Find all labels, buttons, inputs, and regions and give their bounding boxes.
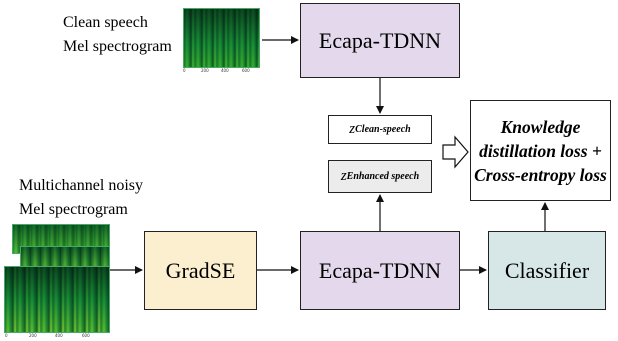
- noisy-spec-tick-3: 600: [82, 333, 90, 338]
- z-clean-symbol: z: [349, 121, 356, 137]
- clean-spec-tick-1: 200: [201, 68, 209, 73]
- noisy-spec-tick-2: 400: [55, 333, 63, 338]
- clean-input-label-line1: Clean speech: [63, 14, 148, 31]
- clean-spec-tick-3: 600: [242, 68, 250, 73]
- ecapa-tdnn-top-block: Ecapa-TDNN: [300, 3, 460, 78]
- loss-line-2: distillation loss +: [479, 140, 602, 161]
- gradse-block: GradSE: [144, 231, 257, 310]
- clean-spectrogram-image: [183, 8, 260, 68]
- noisy-input-label-line2: Mel spectrogram: [19, 201, 128, 218]
- z-enhanced-symbol: z: [340, 168, 347, 184]
- block-arrow-to-loss: [442, 135, 469, 169]
- noisy-spec-tick-1: 200: [29, 333, 37, 338]
- z-enhanced-subscript: Enhanced speech: [346, 171, 420, 182]
- clean-input-label-line2: Mel spectrogram: [63, 38, 172, 55]
- loss-line-1: Knowledge: [500, 116, 581, 137]
- z-clean-subscript: Clean-speech: [355, 124, 411, 135]
- ecapa-tdnn-bottom-block: Ecapa-TDNN: [300, 231, 460, 310]
- noisy-spectrogram-image-3: [4, 266, 110, 333]
- noisy-input-label-line1: Multichannel noisy: [19, 177, 143, 194]
- loss-line-3: Cross-entropy loss: [474, 164, 607, 185]
- classifier-block: Classifier: [488, 231, 606, 310]
- clean-spec-tick-2: 400: [221, 68, 229, 73]
- noisy-spec-tick-0: 0: [5, 333, 8, 338]
- loss-box: Knowledge distillation loss + Cross-entr…: [470, 100, 611, 201]
- clean-spec-tick-0: 0: [183, 68, 186, 73]
